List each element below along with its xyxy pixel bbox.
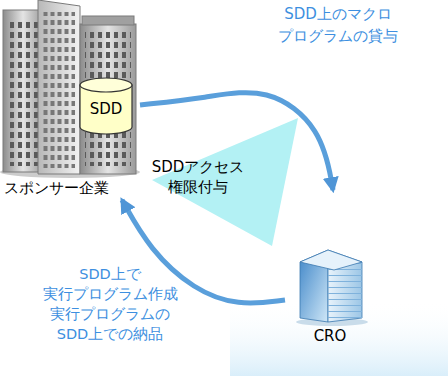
- node-label: CRO: [314, 327, 347, 347]
- sponsor-company: スポンサー企業 SDD: [0, 0, 140, 200]
- node-label: スポンサー企業: [4, 179, 109, 199]
- access-note: SDDアクセス 権限付与: [152, 158, 245, 197]
- node-label: SDD: [90, 100, 123, 120]
- sponsor-buildings: [0, 0, 140, 178]
- edge-label: SDD上で 実行プログラム作成 実行プログラムの SDD上での納品: [43, 264, 178, 344]
- edge-label: SDD上のマクロ プログラムの貸与: [278, 4, 398, 48]
- cro-company: CRO: [285, 190, 375, 350]
- access-wedge: [152, 118, 298, 246]
- cro-building: [296, 250, 368, 326]
- database-cylinder: SDD: [78, 76, 134, 136]
